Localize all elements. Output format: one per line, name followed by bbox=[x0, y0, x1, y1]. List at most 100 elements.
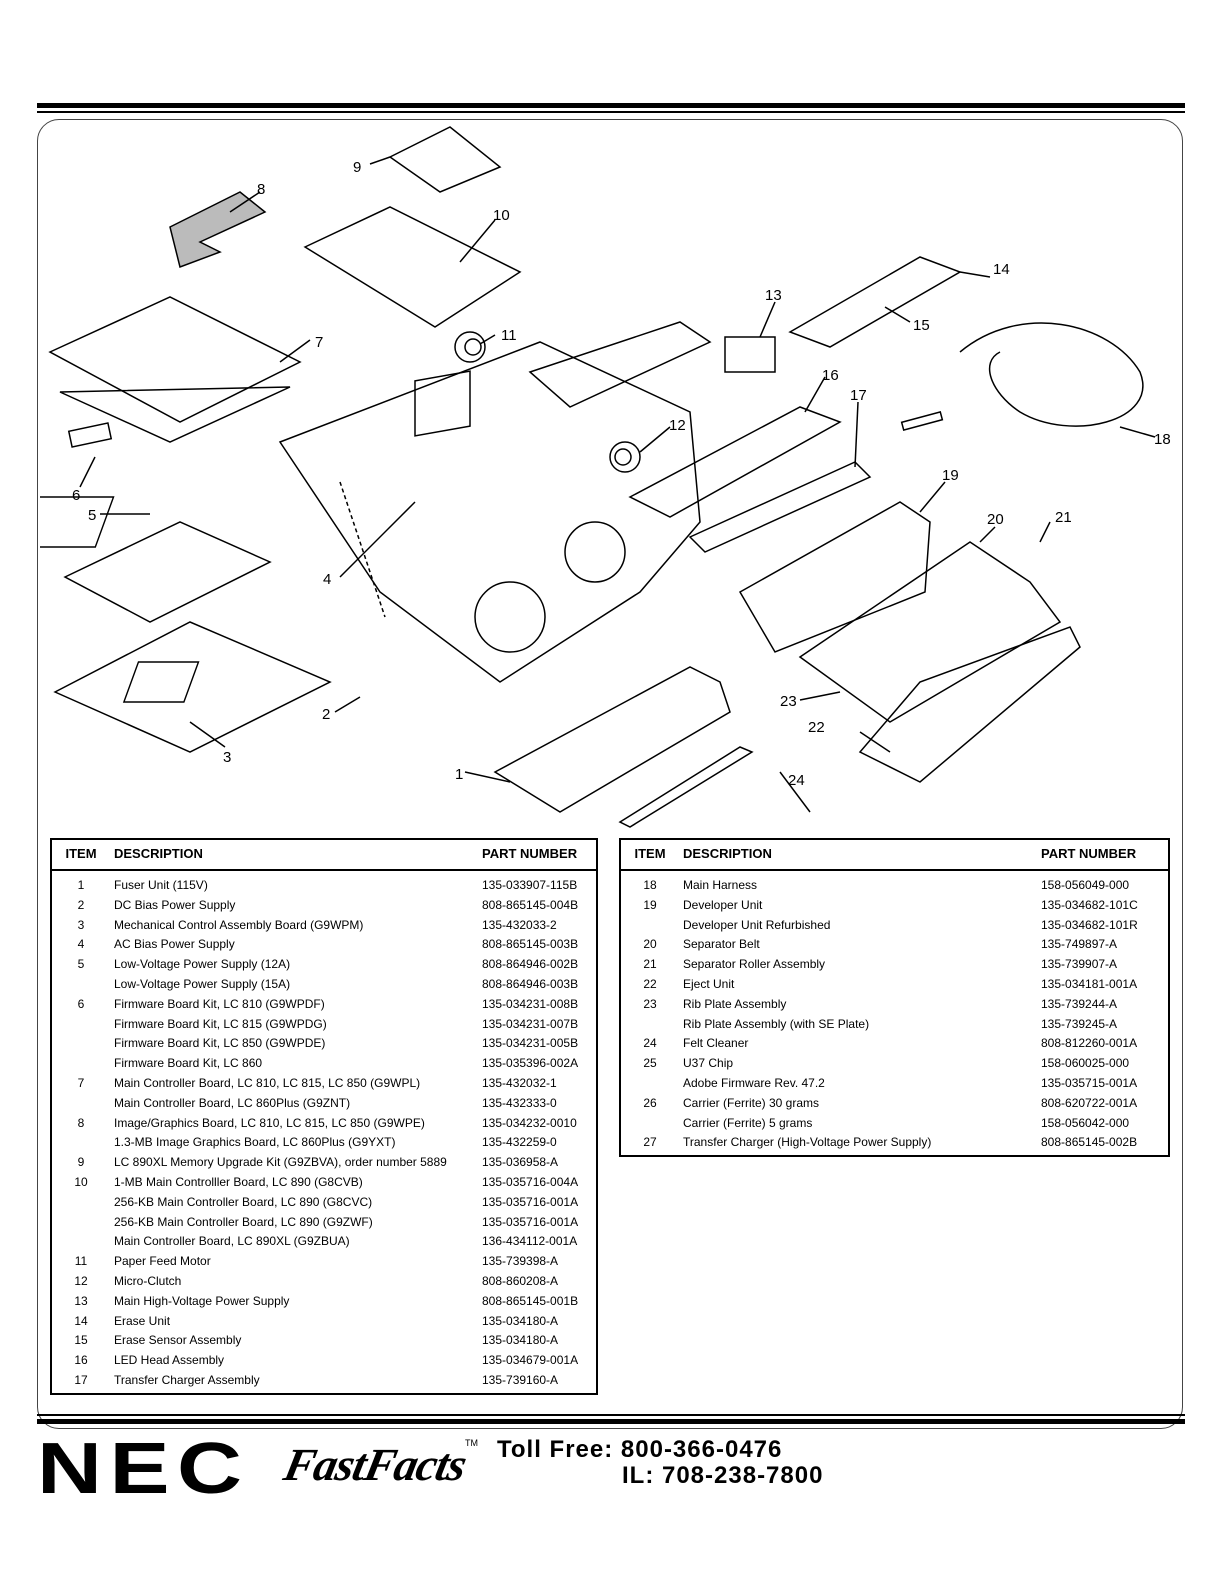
part-number-cell: 135-034682-101R bbox=[1041, 917, 1138, 932]
footer: NEC FastFacts TM Toll Free: 800-366-0476… bbox=[37, 1429, 1187, 1509]
item-cell: 25 bbox=[643, 1056, 657, 1071]
callout-22: 22 bbox=[808, 719, 825, 736]
description-cell: Eject Unit bbox=[683, 976, 735, 991]
part-number-cell: 135-034181-001A bbox=[1041, 976, 1138, 991]
item-cell bbox=[620, 1017, 679, 1037]
description-cell: Transfer Charger Assembly bbox=[114, 1372, 260, 1387]
part-number-cell: 135-034232-0010 bbox=[482, 1115, 577, 1130]
part-3-shape bbox=[53, 621, 332, 753]
description-cell: Main Controller Board, LC 810, LC 815, L… bbox=[114, 1075, 421, 1090]
part-number-cell: 808-812260-001A bbox=[1041, 1036, 1138, 1051]
part-number-cell: 808-865145-001B bbox=[482, 1293, 579, 1308]
item-cell: 19 bbox=[643, 897, 657, 912]
callout-18: 18 bbox=[1154, 431, 1171, 448]
description-cell: Main Harness bbox=[683, 878, 758, 892]
part-number-cell: 135-739398-A bbox=[482, 1254, 559, 1269]
description-cell: Firmware Board Kit, LC 815 (G9WPDG) bbox=[114, 1016, 327, 1031]
part-number-cell: 135-432259-0 bbox=[482, 1135, 557, 1150]
item-cell: 13 bbox=[74, 1293, 88, 1308]
description-cell: Developer Unit Refurbished bbox=[683, 917, 831, 932]
table-row: 256-KB Main Controller Board, LC 890 (G8… bbox=[51, 1195, 597, 1215]
table-header-row: ITEM DESCRIPTION PART NUMBER bbox=[620, 839, 1169, 871]
item-cell: 18 bbox=[643, 878, 657, 892]
callout-11: 11 bbox=[501, 327, 517, 344]
part-number-cell: 135-035715-001A bbox=[1041, 1075, 1138, 1090]
item-cell: 23 bbox=[643, 996, 657, 1011]
il-phone-number: IL: 708-238-7800 bbox=[622, 1462, 824, 1489]
item-cell bbox=[51, 1036, 110, 1056]
item-cell: 6 bbox=[77, 996, 85, 1011]
item-cell bbox=[51, 1056, 110, 1076]
item-cell bbox=[51, 1135, 110, 1155]
item-cell: 22 bbox=[643, 976, 657, 991]
description-cell: Main Controller Board, LC 890XL (G9ZBUA) bbox=[114, 1234, 350, 1249]
part-7-shape bbox=[48, 296, 302, 423]
part-number-cell: 135-739245-A bbox=[1041, 1016, 1118, 1031]
item-cell: 21 bbox=[643, 957, 657, 972]
item-cell bbox=[620, 918, 679, 938]
part-1-shape bbox=[493, 666, 731, 813]
part-number-cell: 808-860208-A bbox=[482, 1273, 559, 1288]
part-10-shape bbox=[303, 206, 522, 328]
part-number-cell: 808-864946-003B bbox=[482, 976, 579, 991]
part-6-shape bbox=[67, 422, 113, 448]
part-number-cell: 135-739907-A bbox=[1041, 957, 1118, 972]
part-17-shape bbox=[688, 461, 872, 553]
part-12-shape bbox=[614, 448, 632, 466]
item-cell bbox=[51, 1017, 110, 1037]
callout-4: 4 bbox=[323, 571, 331, 588]
item-cell: 17 bbox=[74, 1372, 88, 1387]
callout-19: 19 bbox=[942, 467, 959, 484]
item-cell bbox=[51, 977, 110, 997]
item-cell bbox=[51, 1195, 110, 1215]
description-cell: 256-KB Main Controller Board, LC 890 (G8… bbox=[114, 1194, 373, 1209]
item-cell: 16 bbox=[74, 1353, 88, 1368]
item-cell: 5 bbox=[77, 957, 85, 972]
toll-free-number: Toll Free: 800-366-0476 bbox=[497, 1436, 783, 1463]
callout-8: 8 bbox=[257, 181, 265, 198]
callout-12: 12 bbox=[669, 417, 686, 434]
callout-15: 15 bbox=[913, 317, 930, 334]
item-cell: 15 bbox=[74, 1333, 88, 1348]
table-row: Low-Voltage Power Supply (15A)808-864946… bbox=[51, 977, 597, 997]
description-cell: LED Head Assembly bbox=[114, 1353, 225, 1368]
top-rule-thick bbox=[37, 103, 1185, 108]
table-row: Rib Plate Assembly (with SE Plate) 135-73… bbox=[620, 1017, 1169, 1037]
item-cell: 20 bbox=[643, 937, 657, 952]
part-19-shape bbox=[738, 501, 931, 653]
part-22-shape bbox=[858, 626, 1081, 783]
part-14-shape bbox=[788, 256, 962, 348]
part-number-cell: 135-432333-0 bbox=[482, 1095, 557, 1110]
part-2-shape bbox=[122, 661, 200, 703]
description-cell: Erase Sensor Assembly bbox=[114, 1333, 242, 1348]
item-cell: 11 bbox=[74, 1254, 88, 1269]
callout-23: 23 bbox=[780, 693, 797, 710]
item-cell bbox=[51, 1096, 110, 1116]
description-cell: Main High-Voltage Power Supply bbox=[114, 1293, 290, 1308]
part-18-shape bbox=[959, 322, 1144, 427]
callout-10: 10 bbox=[493, 207, 510, 224]
part-9-shape bbox=[388, 126, 502, 193]
callout-5: 5 bbox=[88, 507, 96, 524]
description-cell: LC 890XL Memory Upgrade Kit (G9ZBVA), or… bbox=[114, 1155, 447, 1170]
item-cell: 10 bbox=[74, 1174, 88, 1189]
part-number-cell: 135-034682-101C bbox=[1041, 897, 1138, 912]
description-cell: Developer Unit bbox=[683, 897, 763, 912]
item-cell: 12 bbox=[74, 1273, 88, 1288]
description-cell: Rib Plate Assembly (with SE Plate) bbox=[683, 1016, 870, 1031]
